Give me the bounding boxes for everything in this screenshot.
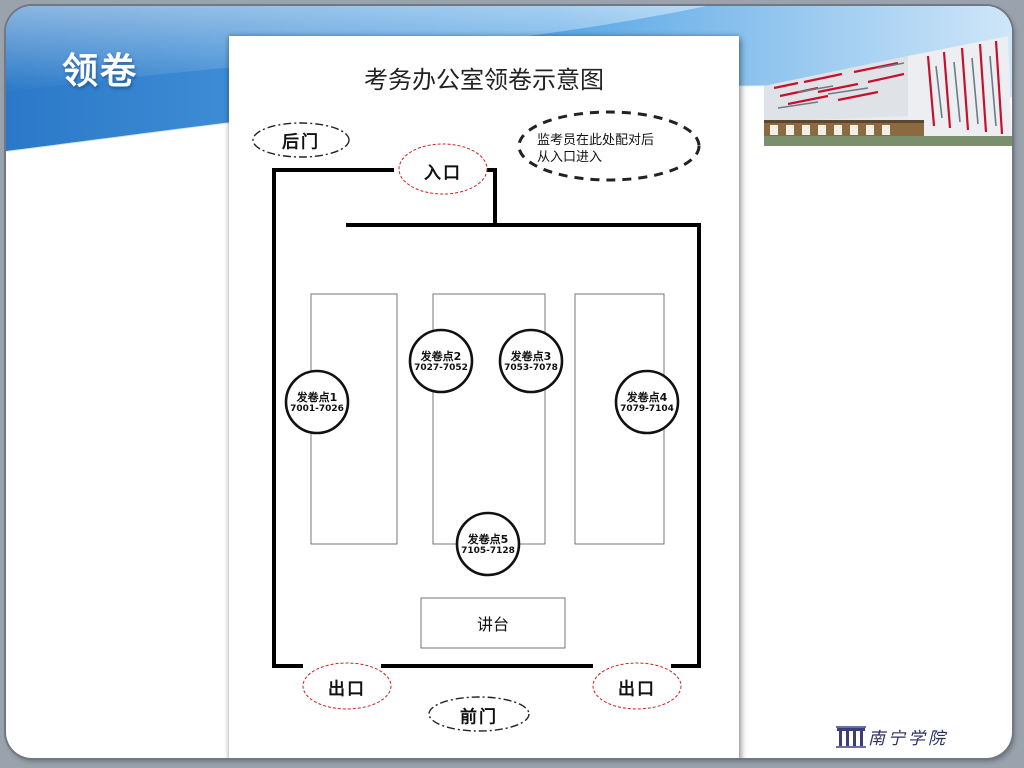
wall-left-top: [272, 168, 394, 668]
back-door-oval: [252, 122, 350, 158]
distribution-point-5: 发卷点5 7105-7128: [461, 533, 515, 557]
point-range: 7105-7128: [461, 546, 515, 556]
wall-entrance-right: [484, 168, 497, 225]
point-circle-4: [614, 369, 680, 435]
point-circle-1: [284, 369, 350, 435]
section-title: 领卷: [62, 51, 139, 92]
exit-left-oval: [302, 662, 392, 710]
point-name: 发卷点1: [296, 391, 338, 404]
entrance-label: 入口: [424, 163, 462, 184]
note-bubble: [517, 110, 701, 182]
distribution-point-2: 发卷点2 7027-7052: [414, 350, 468, 374]
distribution-point-1: 发卷点1 7001-7026: [290, 391, 344, 415]
point-range: 7079-7104: [620, 404, 674, 414]
school-gate-icon: [836, 726, 866, 748]
floorplan-drawing: [252, 110, 701, 732]
front-door-label: 前门: [460, 707, 498, 728]
note-line-1: 监考员在此处配对后: [537, 133, 655, 148]
exit-left-label: 出口: [328, 679, 366, 700]
entrance-oval: [398, 143, 488, 195]
distribution-point-4: 发卷点4 7079-7104: [620, 391, 674, 415]
school-logo: 南宁学院: [836, 722, 976, 752]
proctor-note: 监考员在此处配对后 从入口进入: [537, 132, 697, 166]
logo-text: 南宁学院: [868, 729, 948, 749]
exit-right-oval: [592, 662, 682, 710]
point-name: 发卷点3: [510, 350, 552, 363]
front-door-oval: [428, 696, 530, 732]
campus-building-image: [764, 36, 1012, 146]
slide: 领卷: [6, 6, 1012, 758]
point-circle-3: [498, 328, 564, 394]
point-circle-5: [455, 511, 521, 577]
point-range: 7053-7078: [504, 363, 558, 373]
distribution-point-3: 发卷点3 7053-7078: [504, 350, 558, 374]
back-door-label: 后门: [282, 132, 320, 153]
diagram-page: 考务办公室领卷示意图 后门 入口 出口 出口 前门 监考员在此处配对后 从入口进…: [229, 36, 739, 758]
point-range: 7027-7052: [414, 363, 468, 373]
diagram-title: 考务办公室领卷示意图: [364, 66, 604, 94]
podium-label: 讲台: [476, 615, 510, 634]
point-name: 发卷点5: [467, 533, 509, 546]
point-range: 7001-7026: [290, 404, 344, 414]
podium-box: [420, 597, 566, 649]
exit-right-label: 出口: [618, 679, 656, 700]
point-name: 发卷点4: [626, 391, 668, 404]
point-circle-2: [408, 328, 474, 394]
point-name: 发卷点2: [420, 350, 462, 363]
wall-inner-top: [346, 223, 701, 668]
note-line-2: 从入口进入: [537, 150, 603, 165]
